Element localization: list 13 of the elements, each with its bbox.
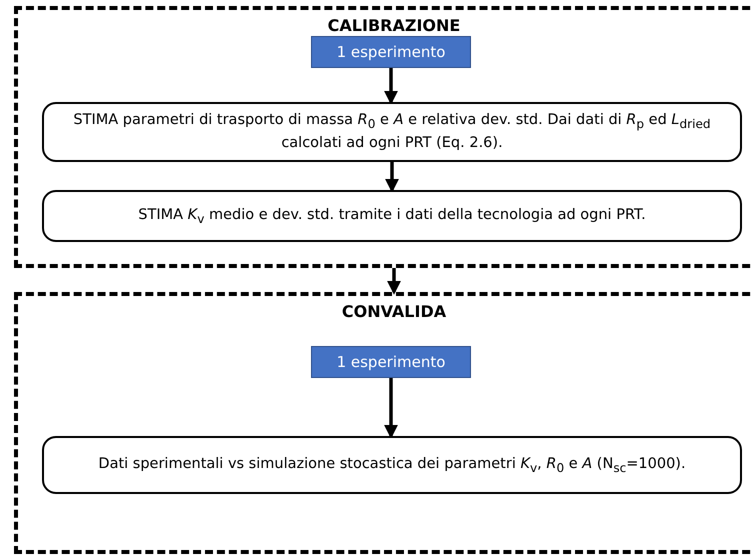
group-title: CONVALIDA [342,302,446,321]
arrow [385,162,399,193]
arrow [384,68,398,105]
group-title: CALIBRAZIONE [328,16,460,35]
arrow [384,378,398,439]
process-box: STIMA parametri di trasporto di massa R$_{0}$ e A e relativa dev. std. Dai dati di R$_{p}$ ed L$_{dried}$ calcolati ad ogni PRT (Eq. 2.6). [42,102,742,162]
process-box: Dati sperimentali vs simulazione stocastica dei parametri K$_{v}$, R$_{0}$ e A (N$_{sc}$=1000). [42,436,742,494]
experiment-tag: 1 esperimento [311,346,471,378]
experiment-tag: 1 esperimento [311,36,471,68]
dashed-group-frame [14,292,753,554]
dashed-group-frame [14,6,753,268]
process-box: STIMA K$_{v}$ medio e dev. std. tramite i dati della tecnologia ad ogni PRT. [42,190,742,242]
arrow [387,268,401,295]
